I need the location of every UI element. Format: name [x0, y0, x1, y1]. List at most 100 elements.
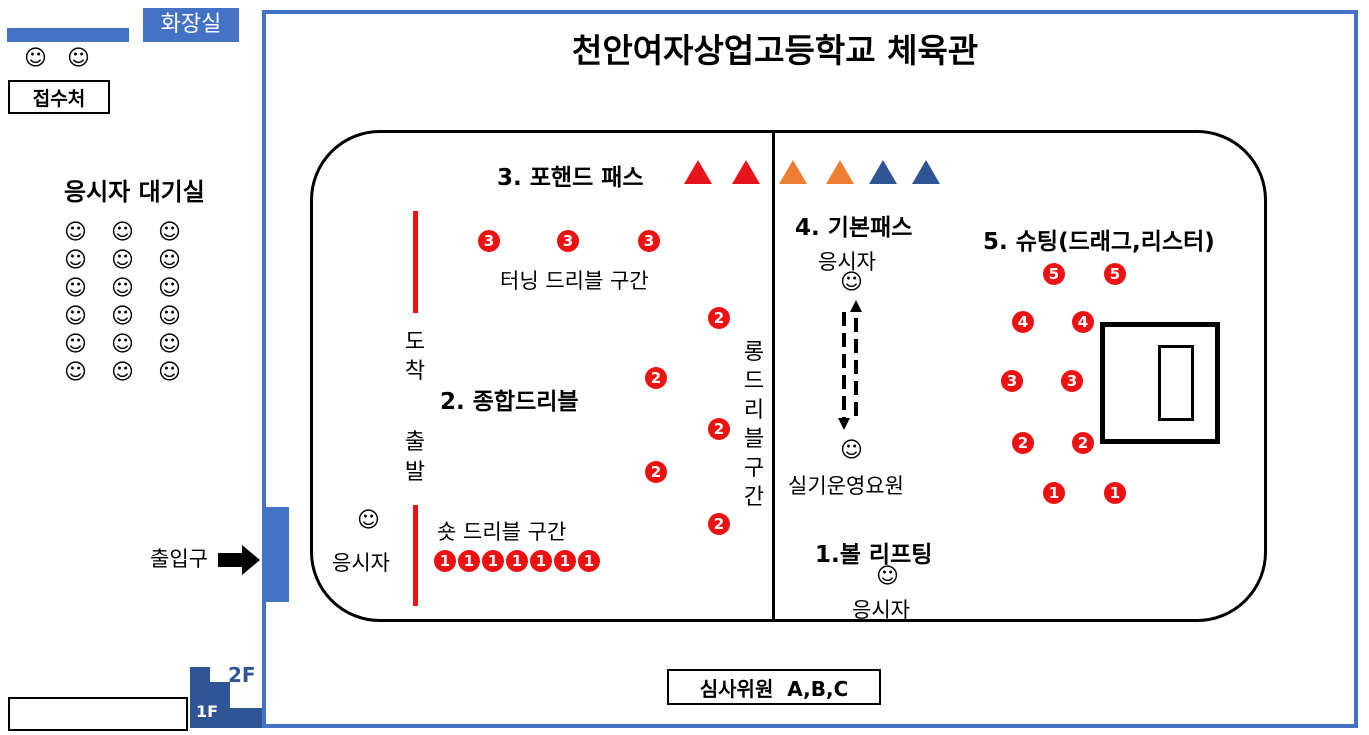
- station4-candidate-smiley: ☺: [840, 270, 863, 295]
- station4-staff-label: 실기운영요원: [788, 474, 904, 498]
- station1-candidate-label: 응시자: [852, 598, 910, 622]
- long-zone-char: 구: [743, 456, 765, 481]
- waiting-candidate-smiley: ☺: [64, 248, 87, 273]
- waiting-candidate-smiley: ☺: [158, 248, 181, 273]
- turning-marker-3: 3: [478, 230, 500, 252]
- shooting-marker-2: 2: [1072, 432, 1094, 454]
- waiting-room-candidates: ☺ ☺ ☺ ☺ ☺ ☺ ☺ ☺ ☺ ☺ ☺ ☺ ☺ ☺ ☺ ☺ ☺ ☺: [64, 222, 194, 392]
- shooting-marker-3: 3: [1061, 370, 1083, 392]
- short-marker-1: 1: [482, 550, 504, 572]
- shooting-marker-1: 1: [1104, 482, 1126, 504]
- waiting-candidate-smiley: ☺: [64, 220, 87, 245]
- turning-marker-3: 3: [638, 230, 660, 252]
- cone-icon: [826, 160, 854, 184]
- long-zone-char: 블: [743, 427, 765, 452]
- station5-title: 5. 슈팅(드래그,리스터): [983, 229, 1215, 255]
- long-marker-2: 2: [708, 307, 730, 329]
- waiting-candidate-smiley: ☺: [111, 360, 134, 385]
- long-marker-2: 2: [645, 367, 667, 389]
- station3-title: 3. 포핸드 패스: [497, 165, 644, 191]
- long-zone-char: 드: [743, 369, 765, 394]
- long-zone-char: 간: [743, 485, 765, 510]
- station2-title: 2. 종합드리블: [440, 389, 579, 415]
- restroom-label: 화장실: [143, 8, 239, 42]
- arrival-char: 착: [404, 359, 426, 384]
- waiting-candidate-smiley: ☺: [64, 304, 87, 329]
- turning-zone-label: 터닝 드리블 구간: [500, 269, 649, 293]
- waiting-candidate-smiley: ☺: [111, 304, 134, 329]
- field-boundary: [310, 130, 1267, 622]
- shooting-marker-3: 3: [1001, 370, 1023, 392]
- station4-staff-smiley: ☺: [840, 438, 863, 463]
- long-marker-2: 2: [708, 513, 730, 535]
- goal-area: [1100, 322, 1220, 444]
- waiting-candidate-smiley: ☺: [64, 332, 87, 357]
- short-marker-1: 1: [554, 550, 576, 572]
- waiting-candidate-smiley: ☺: [158, 276, 181, 301]
- long-marker-2: 2: [645, 461, 667, 483]
- pass-arrows-icon: [838, 300, 862, 430]
- stair-2f-step: [190, 682, 230, 728]
- arrival-line: [413, 211, 418, 313]
- short-zone-label: 숏 드리블 구간: [437, 520, 567, 544]
- stair-2f: [190, 667, 210, 682]
- cone-icon: [912, 160, 940, 184]
- turning-marker-3: 3: [557, 230, 579, 252]
- entrance-arrow-icon: [218, 545, 260, 575]
- station4-candidate-label: 응시자: [818, 250, 876, 274]
- station2-candidate-label: 응시자: [332, 551, 390, 575]
- cone-icon: [684, 160, 712, 184]
- long-marker-2: 2: [708, 418, 730, 440]
- station1-title: 1.볼 리프팅: [815, 542, 933, 568]
- station2-candidate-smiley: ☺: [357, 508, 380, 533]
- start-line: [413, 505, 418, 606]
- waiting-candidate-smiley: ☺: [158, 304, 181, 329]
- outside-box: [8, 697, 188, 731]
- gym-title: 천안여자상업고등학교 체육관: [572, 31, 979, 70]
- cone-icon: [869, 160, 897, 184]
- waiting-candidate-smiley: ☺: [111, 332, 134, 357]
- start-char: 출: [404, 430, 426, 455]
- judges-table: 심사위원 A,B,C: [667, 669, 881, 705]
- cone-icon: [779, 160, 807, 184]
- long-zone-char: 리: [743, 398, 765, 423]
- shooting-marker-2: 2: [1012, 432, 1034, 454]
- waiting-candidate-smiley: ☺: [158, 332, 181, 357]
- entrance-door[interactable]: [263, 507, 289, 602]
- waiting-candidate-smiley: ☺: [64, 276, 87, 301]
- entrance-label: 출입구: [150, 547, 208, 571]
- cone-icon: [732, 160, 760, 184]
- center-line: [772, 131, 775, 621]
- short-marker-1: 1: [506, 550, 528, 572]
- reception-desk: 접수처: [8, 80, 110, 114]
- waiting-candidate-smiley: ☺: [111, 248, 134, 273]
- waiting-candidate-smiley: ☺: [64, 360, 87, 385]
- reception-staff-smiley: ☺: [24, 46, 47, 71]
- start-char: 발: [404, 460, 426, 485]
- gym-wall: [262, 10, 1358, 728]
- short-marker-1: 1: [530, 550, 552, 572]
- shooting-marker-5: 5: [1104, 263, 1126, 285]
- waiting-candidate-smiley: ☺: [111, 276, 134, 301]
- arrival-char: 도: [404, 330, 426, 355]
- waiting-candidate-smiley: ☺: [111, 220, 134, 245]
- waiting-candidate-smiley: ☺: [158, 220, 181, 245]
- waiting-room-title: 응시자 대기실: [64, 178, 205, 206]
- shooting-marker-4: 4: [1012, 311, 1034, 333]
- reception-staff-smiley: ☺: [67, 46, 90, 71]
- goal: [1158, 345, 1194, 421]
- waiting-candidate-smiley: ☺: [158, 360, 181, 385]
- station1-candidate-smiley: ☺: [876, 564, 899, 589]
- stair-1f-step: [230, 708, 264, 728]
- restroom-bar: [7, 28, 129, 42]
- short-marker-1: 1: [434, 550, 456, 572]
- shooting-marker-1: 1: [1043, 482, 1065, 504]
- shooting-marker-5: 5: [1043, 263, 1065, 285]
- station4-title: 4. 기본패스: [795, 215, 913, 241]
- short-marker-1: 1: [458, 550, 480, 572]
- short-marker-1: 1: [578, 550, 600, 572]
- long-zone-char: 롱: [743, 340, 765, 365]
- floor-1f-label: 1F: [196, 702, 219, 721]
- floor-2f-label: 2F: [228, 663, 256, 687]
- shooting-marker-4: 4: [1072, 311, 1094, 333]
